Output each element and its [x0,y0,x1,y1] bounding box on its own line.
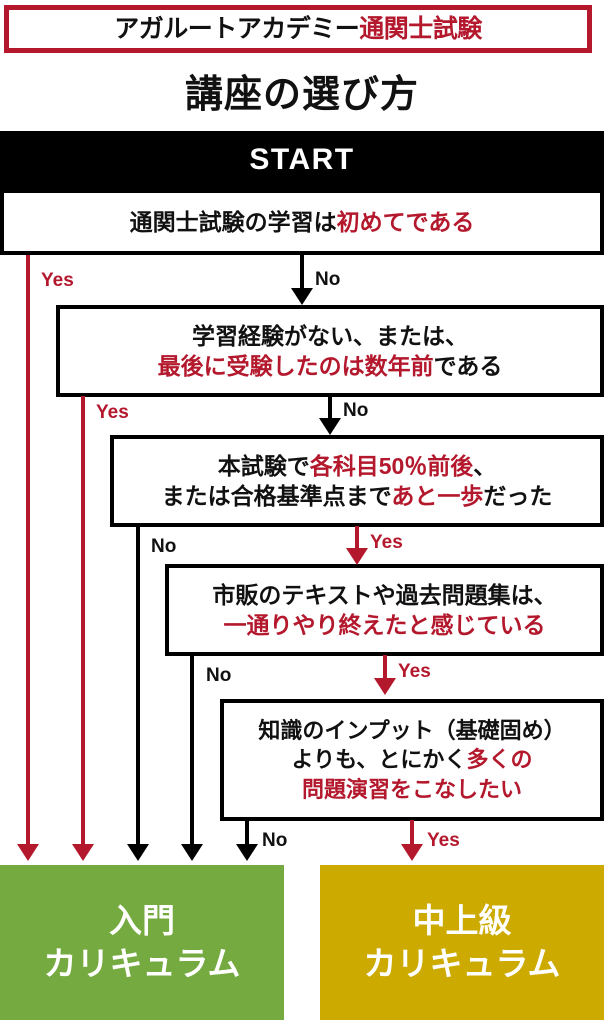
edge-q4-yes-line [383,655,387,689]
edge-label-q4-no: No [206,665,232,686]
question-2-line-1: 学習経験がない、または、 [192,321,468,351]
edge-q1-yes-line [26,255,30,850]
q3-l1-black: 本試験で [217,452,310,479]
edge-q4-yes-arrowhead [374,678,396,695]
edge-label-q3-no: No [151,536,177,557]
edge-q2-yes-line [81,396,85,850]
question-2-line-2: 最後に受験したのは数年前である [158,351,503,381]
brand-banner: アガルートアカデミー通関士試験 [4,5,592,53]
edge-q3-yes-line [355,526,359,560]
q5-l3-red: 問題演習をこなしたい [301,776,522,802]
question-box-2: 学習経験がない、または、 最後に受験したのは数年前である [56,305,604,397]
q2-l2-black: である [433,353,503,379]
question-1-line-1: 通関士試験の学習は初めてである [130,207,475,237]
edge-q3-no-line [136,526,140,850]
q3-l2-black: または合格基準点まで [161,483,392,509]
q3-l1-black-tail: 、 [473,452,497,479]
edge-label-q1-no: No [315,269,341,290]
question-4-line-2: 一通りやり終えたと感じている [224,610,546,640]
q2-l1-black: 学習経験がない、または、 [192,322,468,349]
edge-q5-no-arrowhead [236,844,258,861]
question-3-line-1: 本試験で各科目50％前後、 [218,451,497,481]
question-box-1: 通関士試験の学習は初めてである [0,189,604,255]
q1-l1-black: 通関士試験の学習は [129,208,337,235]
q5-l2-red: 多くの [466,747,533,773]
edge-label-q5-yes: Yes [427,830,460,851]
q5-l2-black: よりも、とにかく [291,747,467,773]
edge-q3-no-arrowhead [127,844,149,861]
question-box-4: 市販のテキストや過去問題集は、 一通りやり終えたと感じている [165,564,604,656]
question-5-line-2: よりも、とにかく多くの [292,745,533,774]
edge-q1-yes-arrowhead [17,844,39,861]
question-box-3: 本試験で各科目50％前後、 または合格基準点まであと一歩だった [110,435,604,527]
edge-label-q3-yes: Yes [370,532,403,553]
edge-q5-yes-arrowhead [401,844,423,861]
question-5-line-3: 問題演習をこなしたい [302,775,522,804]
q4-l1-black: 市販のテキストや過去問題集は、 [212,581,557,608]
result-box-advanced[interactable]: 中上級 カリキュラム [320,865,604,1020]
result-advanced-line-2: カリキュラム [363,944,561,982]
edge-q4-no-arrowhead [181,844,203,861]
edge-q1-no-line [300,255,304,291]
q3-l1-red: 各科目50％前後 [309,452,474,479]
edge-q2-no-arrowhead [319,418,341,435]
edge-q1-no-arrowhead [291,288,313,305]
edge-label-q2-yes: Yes [96,402,129,423]
edge-label-q5-no: No [262,830,288,851]
edge-label-q1-yes: Yes [41,270,74,291]
q1-l1-red: 初めてである [336,208,475,235]
question-3-line-2: または合格基準点まであと一歩だった [162,481,553,511]
question-4-line-1: 市販のテキストや過去問題集は、 [212,580,556,610]
question-box-5: 知識のインプット（基礎固め） よりも、とにかく多くの 問題演習をこなしたい [220,699,604,821]
edge-label-q4-yes: Yes [398,661,431,682]
edge-q2-yes-arrowhead [72,844,94,861]
q3-l2-black-tail: だった [483,483,553,509]
q5-l1-black: 知識のインプット（基礎固め） [258,718,566,744]
start-bar: START [0,131,604,189]
result-beginner-line-2: カリキュラム [43,944,241,982]
edge-q4-no-line [190,655,194,850]
edge-label-q2-no: No [343,400,369,421]
q4-l2-red: 一通りやり終えたと感じている [223,612,546,638]
result-beginner-line-1: 入門 [109,901,175,939]
question-5-line-1: 知識のインプット（基礎固め） [258,716,565,745]
edge-q3-yes-arrowhead [346,548,368,565]
edge-q2-no-line [328,396,332,430]
edge-q5-no-line [245,820,249,850]
result-box-beginner[interactable]: 入門 カリキュラム [0,865,284,1020]
result-advanced-line-1: 中上級 [412,901,512,939]
brand-name-academy: アガルートアカデミー [114,14,360,43]
q2-l2-red: 最後に受験したのは数年前 [157,353,434,379]
edge-q5-yes-line [410,820,414,850]
brand-name-exam: 通関士試験 [359,14,482,43]
q3-l2-red: あと一歩 [391,483,484,509]
page-title: 講座の選び方 [184,73,419,116]
